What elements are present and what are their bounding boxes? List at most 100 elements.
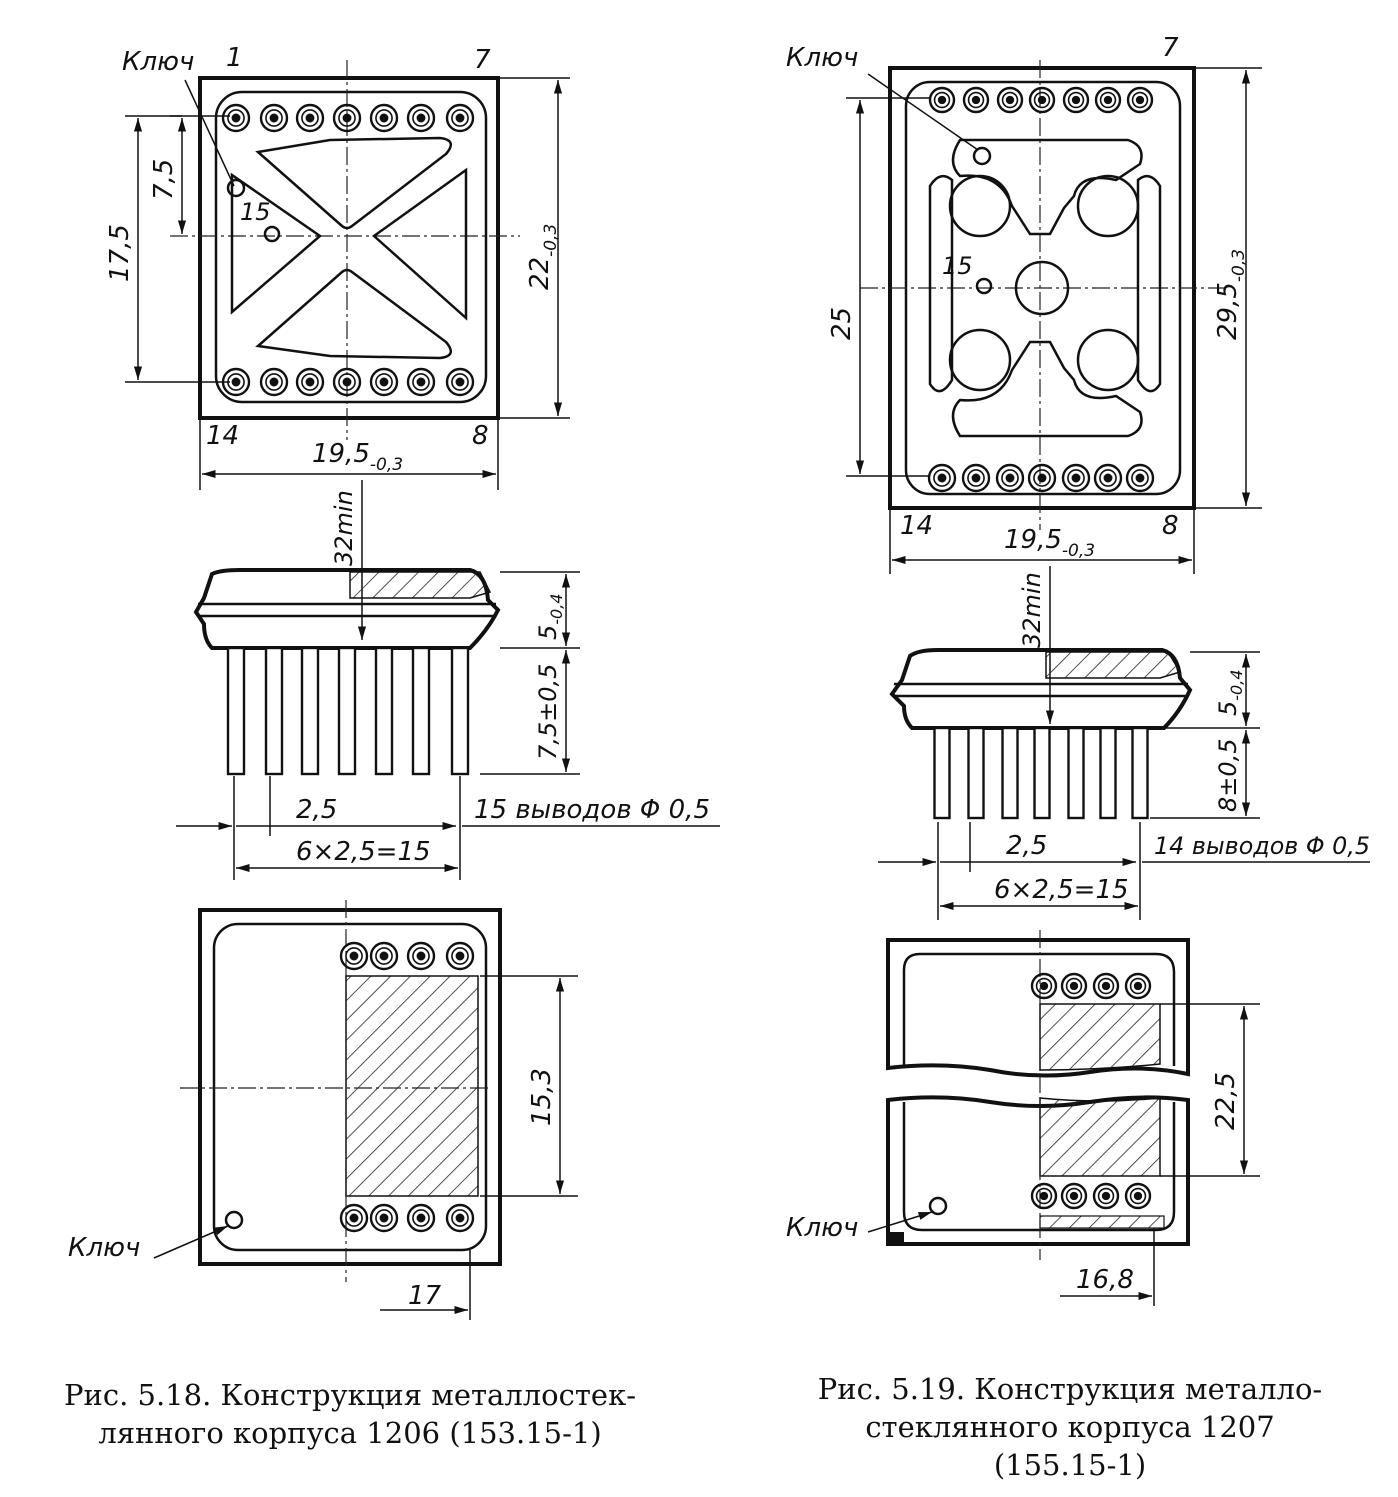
pin-pad xyxy=(1101,1191,1111,1201)
fig18-pin14-label: 14 xyxy=(206,421,239,451)
fig18-pin1-label: 1 xyxy=(226,43,243,73)
pin-pad xyxy=(962,86,990,114)
pin-pad xyxy=(1071,473,1081,483)
fig19-dim-6x2-5: 6×2,5=15 xyxy=(994,875,1129,905)
pin-pad xyxy=(416,951,426,961)
pin-pad xyxy=(1033,91,1051,109)
fig18-pin7-label: 7 xyxy=(474,45,491,75)
fig18-pins-top-row xyxy=(221,103,475,133)
pin-pad xyxy=(1097,977,1115,995)
pin-pad xyxy=(451,947,469,965)
pin-pad xyxy=(1135,473,1145,483)
fig19-key-label-top: Ключ xyxy=(786,43,858,73)
fig18-dim-32min: 32min xyxy=(330,490,358,566)
pin-pad xyxy=(1033,469,1051,487)
pin-pad xyxy=(332,103,362,133)
pin-pad xyxy=(996,86,1024,114)
fig19-leads-note: 14 выводов Φ 0,5 xyxy=(1154,832,1370,860)
pin-pad xyxy=(1067,91,1085,109)
pin-pad xyxy=(1071,95,1081,105)
pin-pad xyxy=(231,113,241,123)
pin-pad xyxy=(1030,1182,1058,1210)
fig18-leads xyxy=(226,646,470,776)
pin-pad xyxy=(227,109,245,127)
lead xyxy=(264,646,284,776)
pin-pad xyxy=(1060,1182,1088,1210)
pin-pad xyxy=(1005,473,1015,483)
pin-pad xyxy=(375,373,393,391)
lead xyxy=(226,646,246,776)
fig19-caption-line2: стеклянного корпуса 1207 xyxy=(865,1410,1275,1444)
fig18-dim-17: 17 xyxy=(408,1281,442,1311)
fig18-top-view: Ключ 1 7 15 14 8 7,5 17,5 22-0,3 19,5-0,… xyxy=(105,43,570,490)
pin-pad xyxy=(412,373,430,391)
pin-pad xyxy=(1027,463,1057,493)
fig19-bottom-view: Ключ 22,5 16,8 xyxy=(786,930,1260,1306)
pin-pad xyxy=(961,463,991,493)
fig19-key-label-bottom: Ключ xyxy=(786,1213,858,1243)
lead xyxy=(933,726,951,820)
pin-pad xyxy=(406,103,436,133)
lead xyxy=(337,646,357,776)
pin-pad xyxy=(1067,469,1085,487)
pin-pad xyxy=(1125,463,1155,493)
pin-pad xyxy=(1131,469,1149,487)
pin-pad xyxy=(1103,95,1113,105)
pin-pad xyxy=(1126,86,1154,114)
lead xyxy=(1001,726,1019,820)
pin-pad xyxy=(412,947,430,965)
pin-pad xyxy=(927,463,957,493)
fig19-leads xyxy=(933,726,1149,820)
fig19-dim-22-5: 22,5 xyxy=(1211,1072,1241,1130)
pin-pad xyxy=(1062,86,1090,114)
fig18-dim-22: 22-0,3 xyxy=(525,224,561,290)
fig19-side-view: 32min 5-0,4 8±0,5 2,5 6×2,5=15 14 выводо… xyxy=(878,566,1370,920)
pin-pad xyxy=(928,86,956,114)
pin-pad xyxy=(369,1203,399,1233)
fig18-dim-6x2-5: 6×2,5=15 xyxy=(296,837,431,867)
pin-pad xyxy=(416,1213,426,1223)
pin-pad xyxy=(221,103,251,133)
pin-pad xyxy=(1001,91,1019,109)
fig18-pin15-hole xyxy=(263,225,281,243)
pin-pad xyxy=(937,95,947,105)
pin-pad xyxy=(1069,981,1079,991)
pin-pad xyxy=(375,947,393,965)
lead xyxy=(411,646,431,776)
fig18-bottom-pins xyxy=(339,941,475,1233)
pin-pad xyxy=(416,377,426,387)
fig19-dim-32min: 32min xyxy=(1018,572,1046,648)
pin-pad xyxy=(445,367,475,397)
pin-pad xyxy=(933,469,951,487)
pin-pad xyxy=(1060,972,1088,1000)
pin-pad xyxy=(1133,1191,1143,1201)
pin-pad xyxy=(455,113,465,123)
pin-pad xyxy=(379,113,389,123)
lead xyxy=(300,646,320,776)
pin-pad xyxy=(259,367,289,397)
pin-pad xyxy=(1037,473,1047,483)
fig19-pins-top-row xyxy=(928,86,1154,114)
fig19-key-hole-bottom xyxy=(928,1196,948,1216)
fig19-dim-25: 25 xyxy=(827,307,857,340)
pin-pad xyxy=(379,951,389,961)
pin-pad xyxy=(332,367,362,397)
fig18-dim-17-5: 17,5 xyxy=(105,224,135,282)
pin-pad xyxy=(455,951,465,961)
pin-pad xyxy=(1069,1191,1079,1201)
pin-pad xyxy=(339,1203,369,1233)
pin-pad xyxy=(1129,977,1147,995)
pin-pad xyxy=(338,373,356,391)
pin-pad xyxy=(339,941,369,971)
pin-pad xyxy=(345,947,363,965)
pin-pad xyxy=(1092,1182,1120,1210)
pin-pad xyxy=(305,113,315,123)
fig19-pins-bottom-row xyxy=(927,463,1155,493)
fig19-caption-line1: Рис. 5.19. Конструкция металло- xyxy=(817,1372,1323,1406)
fig19-bottom-pins xyxy=(1030,972,1152,1210)
fig19-top-view: Ключ 7 15 14 8 25 29,5-0,3 19,5-0,3 xyxy=(786,33,1262,574)
pin-pad xyxy=(967,91,985,109)
pin-pad xyxy=(455,1213,465,1223)
fig19-pin15-hole xyxy=(975,277,993,295)
